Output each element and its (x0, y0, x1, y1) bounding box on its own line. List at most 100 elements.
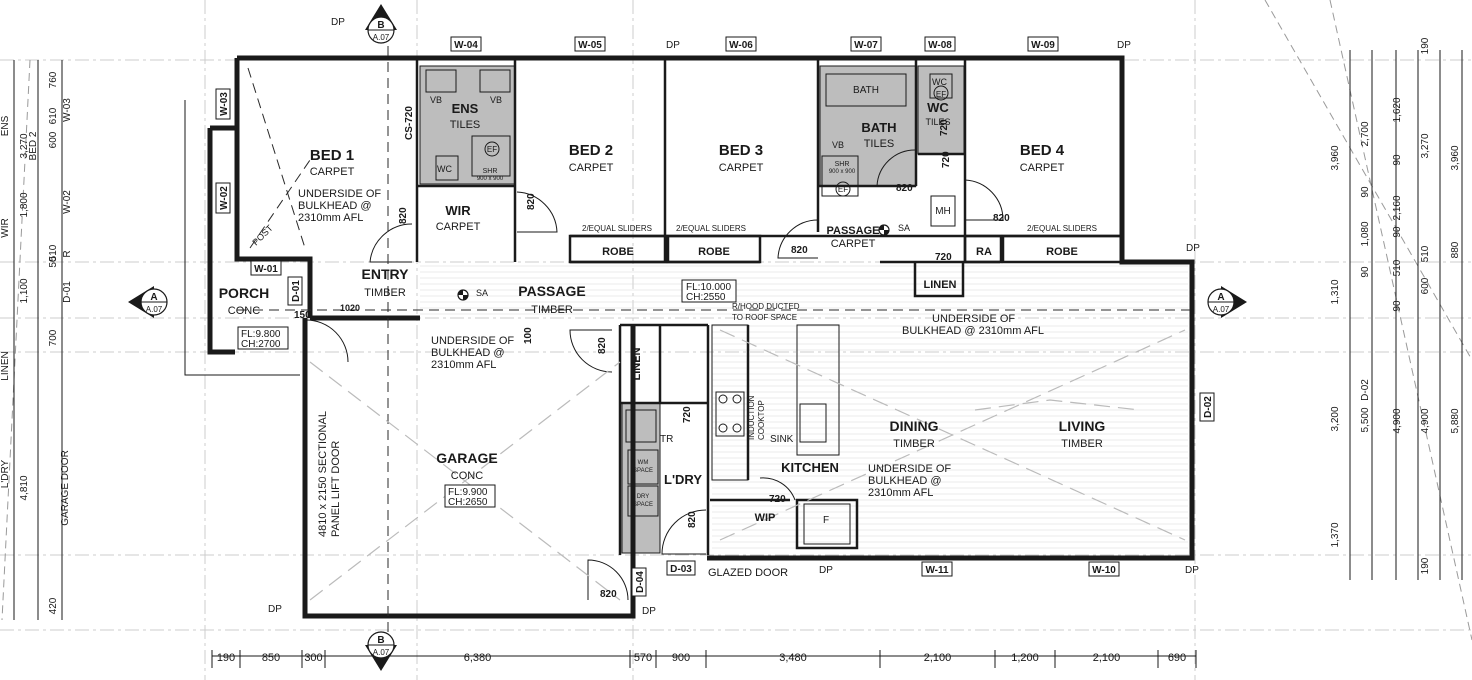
downpipe-label-2: DP (666, 40, 680, 51)
bed2-name: BED 2 (569, 142, 613, 159)
door-size-13: 720 (941, 151, 952, 168)
window-tag-2: W-05 (574, 36, 606, 52)
wir-finish: CARPET (436, 221, 481, 233)
dim-left-c-3: W-02 (62, 190, 73, 214)
dim-left-b-6: 700 (48, 329, 59, 346)
tr-label: TR (660, 434, 673, 445)
section-letter: B (377, 635, 384, 646)
bulkhead3-l1: UNDERSIDE OF (932, 313, 1015, 325)
fl1-level: FL:10.000 (686, 282, 731, 293)
dining-finish: TIMBER (893, 438, 935, 450)
dim-right-b-1: 2,700 (1360, 121, 1371, 146)
ra-label: RA (976, 246, 992, 258)
ens-name: ENS (452, 101, 479, 116)
wc-ens: WC (437, 164, 452, 174)
section-letter: A (1217, 292, 1224, 303)
sink-label: SINK (770, 434, 794, 445)
door-size-4: 820 (993, 213, 1010, 224)
bulkhead2-l3: 2310mm AFL (431, 359, 496, 371)
dim-left-a-1: 3,270 (19, 133, 30, 158)
door-size-10: 720 (939, 119, 950, 136)
downpipe-label-8: DP (642, 606, 656, 617)
dim-right-c-2: 90 (1392, 154, 1403, 166)
dim-left-outer-1: ENS (0, 115, 11, 136)
dim-left-b-7: 420 (48, 597, 59, 614)
garage-name: GARAGE (436, 450, 497, 466)
fl3-ceiling: CH:2650 (448, 497, 488, 508)
dim-left-b-5: 50 (48, 256, 59, 268)
dim-bottom-5: 570 (634, 652, 652, 664)
door-tag-label: D-01 (291, 280, 302, 302)
dim-left-outer-4: L'DRY (0, 459, 11, 488)
entry-finish: TIMBER (364, 287, 406, 299)
downpipe-label-4: DP (1186, 243, 1200, 254)
fl3-level: FL:9.900 (448, 487, 488, 498)
ef-wc: EF (936, 90, 946, 99)
door-size-9: 720 (682, 406, 693, 423)
door-tag-4: D-04 (631, 567, 647, 597)
exhaust-fan-icon (835, 181, 851, 197)
dim-left-b-1: 760 (48, 71, 59, 88)
bed3-name: BED 3 (719, 142, 763, 159)
dim-left-a-5: GARAGE DOOR (60, 450, 71, 526)
dim-right-b-3: 1,080 (1360, 221, 1371, 246)
porch-finish: CONC (228, 305, 260, 317)
window-tag-10: W-11 (921, 561, 953, 577)
bed3-finish: CARPET (719, 162, 764, 174)
section-marker-b-bottom: B A.07 (365, 631, 397, 671)
notes: UNDERSIDE OF BULKHEAD @ 2310mm AFL UNDER… (250, 77, 1097, 579)
window-tag-label: W-11 (925, 565, 949, 576)
bed2-finish: CARPET (569, 162, 614, 174)
dim-left-a-3: 1,100 (19, 278, 30, 303)
window-tag-label: W-01 (254, 264, 278, 275)
dim-right-c-7: 4,900 (1392, 408, 1403, 433)
bulkhead4-l2: BULKHEAD @ (868, 475, 942, 487)
window-tag-label: W-10 (1092, 565, 1116, 576)
window-tag-label: W-06 (729, 40, 753, 51)
passage2-finish: CARPET (831, 238, 876, 250)
window-tag-label: W-03 (219, 92, 230, 116)
dim-right-a-4: 1,370 (1330, 522, 1341, 547)
bulkhead2-l2: BULKHEAD @ (431, 347, 505, 359)
wet-areas (419, 65, 965, 554)
dim-right-c-1: 1,620 (1392, 97, 1403, 122)
linen1-name: LINEN (631, 347, 643, 380)
shr-ens-2: 900 x 900 (477, 176, 504, 182)
dim-right-c-5: 510 (1392, 259, 1403, 276)
shr-bath-2: 900 x 900 (829, 169, 856, 175)
section-sheet: A.07 (373, 648, 390, 657)
post-label: POST (250, 223, 275, 248)
robe-bed4: ROBE (1046, 246, 1078, 258)
section-letter: A (150, 292, 157, 303)
section-sheet: A.07 (373, 33, 390, 42)
downpipe-label-5: DP (819, 565, 833, 576)
vb-bath: VB (832, 140, 844, 150)
window-tag-label: W-09 (1031, 40, 1055, 51)
ens-finish: TILES (450, 119, 481, 131)
window-tag-label: W-07 (854, 40, 878, 51)
sliders-bed2: 2/EQUAL SLIDERS (582, 224, 652, 233)
passage-name: PASSAGE (518, 283, 585, 299)
window-tag-label: W-04 (454, 40, 478, 51)
door-size-16: 100 (523, 327, 534, 344)
exhaust-fan-icon (484, 141, 500, 157)
porch-name: PORCH (219, 285, 270, 301)
cooktop-l2: COOKTOP (757, 400, 766, 440)
door-size-3: 820 (791, 245, 808, 256)
vb-ens-1: VB (430, 95, 442, 105)
living-name: LIVING (1059, 418, 1106, 434)
dim-right-a-1: 3,960 (1330, 145, 1341, 170)
timber-floor-hatch (420, 265, 1188, 549)
cs-label: CS-720 (404, 106, 415, 140)
sa-label-2: SA (898, 223, 910, 233)
fl2-level: FL:9.800 (241, 329, 281, 340)
door-size-5: 820 (896, 183, 913, 194)
door-tag-3: D-03 (666, 560, 696, 576)
ef-bath: EF (838, 185, 848, 194)
fridge-label: F (823, 515, 829, 526)
dim-right-d-3: 510 (1420, 245, 1431, 262)
dim-bottom-7: 3,480 (779, 652, 807, 664)
